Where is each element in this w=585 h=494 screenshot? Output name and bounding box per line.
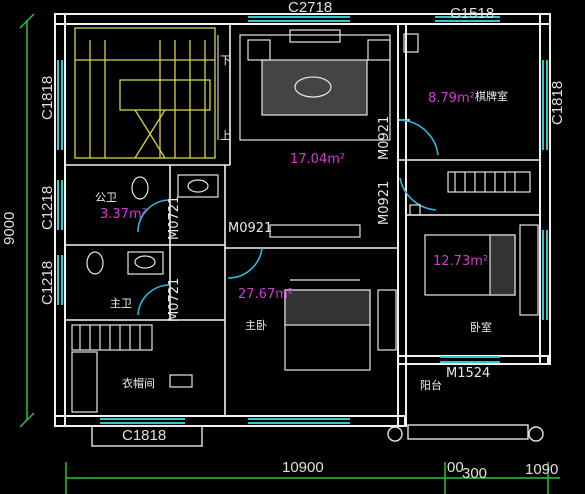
staircase <box>74 27 216 159</box>
dimension-lines <box>19 13 560 494</box>
study-area: 8.79m² <box>428 91 475 106</box>
master-bath-name: 主卫 <box>110 297 132 310</box>
furniture <box>71 29 539 413</box>
window-label-right-upper: C1818 <box>549 80 566 125</box>
exterior-walls <box>54 13 551 427</box>
master-bedroom-name: 主卧 <box>245 319 267 332</box>
balcony-dimension-right: 1090 <box>525 461 559 478</box>
door-label-public-bath: M0721 <box>167 195 182 240</box>
window-label-left-lower: C1218 <box>39 260 56 305</box>
public-bath-name: 公卫 <box>95 191 117 204</box>
overall-width-dimension: 10900 <box>282 459 324 476</box>
door-label-study-lower: M0921 <box>377 180 392 225</box>
window-label-top-center: C2718 <box>288 0 333 16</box>
closet-name: 衣帽间 <box>122 377 155 390</box>
balcony-dimension-small-b: 300 <box>462 465 488 482</box>
structural-columns <box>91 424 544 447</box>
interior-walls <box>65 24 540 416</box>
window-label-top-right: C1518 <box>450 5 495 22</box>
window-label-left-middle: C1218 <box>39 185 56 230</box>
bedroom-area: 12.73m² <box>433 254 489 269</box>
balcony-name: 阳台 <box>420 379 442 392</box>
door-label-master-bedroom: M0921 <box>228 221 273 236</box>
door-label-study-upper: M0921 <box>377 115 392 160</box>
stairs-down-label: 下 <box>220 54 231 67</box>
window-symbols <box>57 16 548 424</box>
study-name: 棋牌室 <box>475 90 508 103</box>
bedroom-name: 卧室 <box>470 321 492 334</box>
door-label-balcony: M1524 <box>446 366 491 381</box>
overall-height-dimension: 9000 <box>1 211 18 245</box>
master-bedroom-area: 27.67m² <box>238 287 294 302</box>
living-area: 17.04m² <box>290 152 346 167</box>
stairs-up-label: 上 <box>220 129 231 142</box>
window-label-left-upper: C1818 <box>39 75 56 120</box>
door-label-master-bath: M0721 <box>167 277 182 322</box>
window-label-bottom-left: C1818 <box>122 427 167 444</box>
public-bath-area: 3.37m² <box>100 207 147 222</box>
door-swings <box>137 119 439 316</box>
balcony-dimension-small: 00 <box>447 459 464 476</box>
